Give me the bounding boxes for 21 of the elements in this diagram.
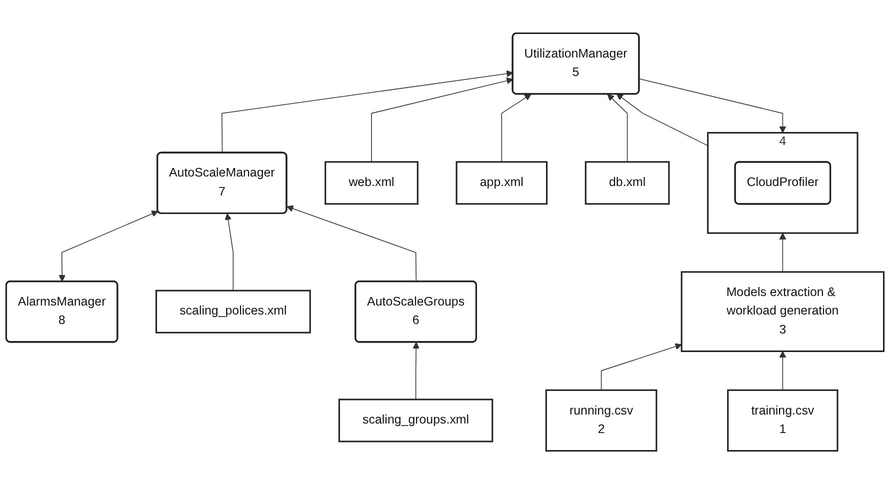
arrow [371,77,514,162]
arrow [600,343,682,391]
arrow [58,210,158,282]
node-box: db.xml [584,161,670,205]
arrow [222,70,514,154]
node-box: scaling_groups.xml [338,398,494,442]
arrow [779,350,786,391]
arrow [501,94,532,162]
node-box: app.xml [456,161,548,205]
arrow [412,342,420,400]
arrow [638,78,786,134]
node-box: training.csv 1 [727,389,838,452]
node-box: running.csv 2 [545,389,658,452]
arrow [286,205,417,282]
node-box: scaling_polices.xml [155,290,311,334]
node-box: web.xml [324,161,418,205]
arrow [779,232,786,272]
node-box: Models extraction & workload generation 3 [680,271,885,352]
arrow [607,94,628,162]
arrow [616,94,708,146]
arrow [224,213,234,291]
